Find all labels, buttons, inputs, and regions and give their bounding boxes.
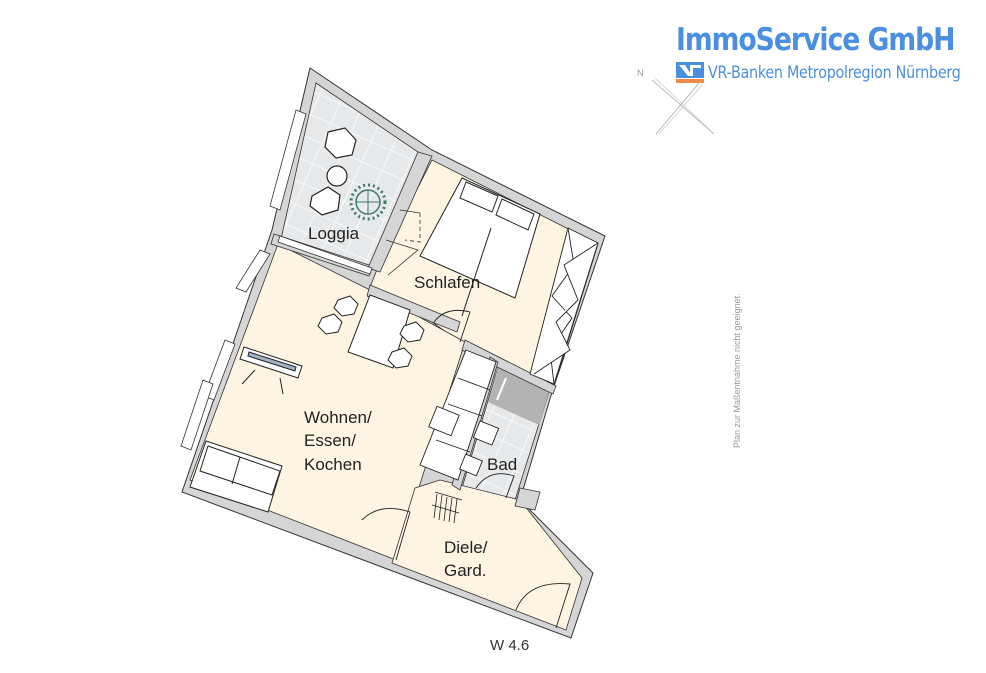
tv (239, 346, 303, 395)
loggia-table (326, 165, 348, 187)
coat-rack (431, 491, 463, 524)
room-label-diele-1: Diele/ (444, 538, 488, 557)
room-label-wohnen-3: Kochen (304, 455, 362, 474)
room-labels: Loggia Schlafen Wohnen/ Essen/ Kochen Ba… (304, 224, 517, 580)
company-logo: ImmoService GmbH VR-Banken Metropolregio… (676, 20, 986, 83)
room-label-wohnen-2: Essen/ (304, 431, 356, 450)
door-swings (361, 309, 571, 629)
windows (180, 109, 373, 451)
bath-fixtures (459, 377, 507, 477)
kitchen-counter (419, 349, 497, 481)
loggia-furniture (309, 127, 357, 216)
logo-title: ImmoService GmbH (676, 22, 955, 58)
loggia-door (385, 209, 421, 276)
room-label-bad: Bad (487, 455, 517, 474)
plant-icon (349, 183, 387, 221)
dining-set (317, 294, 425, 369)
wardrobe (529, 227, 599, 385)
logo-subtitle: VR-Banken Metropolregion Nürnberg (708, 63, 961, 83)
unit-label: W 4.6 (490, 637, 529, 654)
room-label-wohnen-1: Wohnen/ (304, 408, 372, 427)
compass-north-label: N (637, 68, 644, 78)
vr-bank-logo-icon (676, 62, 704, 84)
compass-cross-icon: N (637, 68, 715, 135)
sofa (189, 440, 283, 513)
loggia-chair (324, 127, 357, 159)
room-label-schlafen: Schlafen (414, 273, 480, 292)
room-label-loggia: Loggia (308, 224, 360, 243)
room-label-diele-2: Gard. (444, 561, 487, 580)
loggia-chair (309, 186, 341, 216)
logo-subtitle-row: VR-Banken Metropolregion Nürnberg (676, 62, 986, 84)
double-bed (419, 177, 541, 317)
